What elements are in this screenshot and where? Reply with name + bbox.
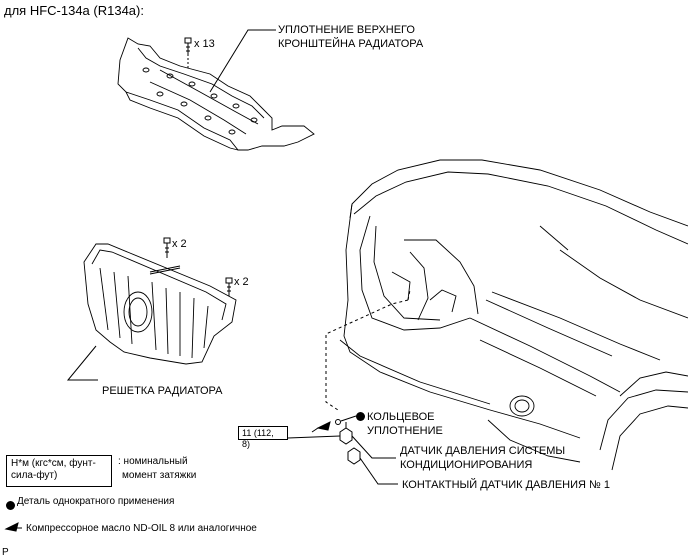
radiator-grille-drawing — [83, 243, 237, 365]
legend-torque-desc-line2: момент затяжки — [122, 470, 197, 481]
label-ac-sensor-line1: ДАТЧИК ДАВЛЕНИЯ СИСТЕМЫ — [400, 445, 566, 457]
page-title: для HFC-134a (R134a): — [4, 3, 144, 18]
bolt-x13-icon — [184, 37, 192, 70]
bolt-count-13: x 13 — [194, 38, 215, 50]
label-o-ring-line2: УПЛОТНЕНИЕ — [367, 425, 443, 437]
label-ac-sensor-line2: КОНДИЦИОНИРОВАНИЯ — [400, 459, 533, 471]
legend-single-use-dot-icon — [6, 501, 15, 510]
legend-torque-line1: Н*м (кгс*см, фунт- — [11, 458, 96, 469]
upper-seal-drawing — [117, 37, 315, 151]
label-upper-seal-line1: УПЛОТНЕНИЕ ВЕРХНЕГО — [278, 24, 415, 36]
torque-leader — [287, 435, 341, 439]
legend-oil-arrow-icon — [4, 522, 19, 532]
leader-grille — [66, 345, 98, 381]
bolt-x2-upper-icon — [163, 237, 171, 258]
legend-torque-desc-line1: : номинальный — [118, 456, 188, 467]
o-ring-drawing — [335, 419, 341, 425]
leader-upper-seal — [209, 29, 276, 93]
leader-o-ring — [340, 415, 357, 422]
label-upper-seal-line2: КРОНШТЕЙНА РАДИАТОРА — [278, 38, 424, 50]
bolt-count-2-lower: x 2 — [234, 276, 249, 288]
legend-oil: Компрессорное масло ND-OIL 8 или аналоги… — [26, 523, 257, 534]
sensor-location-callout — [325, 299, 409, 411]
leader-pressure-switch — [359, 457, 398, 485]
label-pressure-switch: КОНТАКТНЫЙ ДАТЧИК ДАВЛЕНИЯ № 1 — [402, 479, 610, 491]
label-o-ring-line1: КОЛЬЦЕВОЕ — [367, 411, 435, 423]
legend-torque-line2: сила-фут) — [11, 470, 58, 481]
pressure-switch-drawing — [347, 447, 361, 465]
ac-pressure-sensor-drawing — [339, 427, 353, 445]
bolt-count-2-upper: x 2 — [172, 238, 187, 250]
torque-value-box: 11 (112, 8) — [238, 426, 288, 449]
figure-code: P — [2, 547, 9, 558]
bolt-x2-lower-icon — [225, 277, 233, 296]
legend-single-use: Деталь однократного применения — [17, 496, 175, 507]
label-radiator-grille: РЕШЕТКА РАДИАТОРА — [102, 385, 223, 397]
oil-arrow-icon — [316, 421, 331, 431]
single-use-dot-icon — [356, 412, 365, 421]
vehicle-front-drawing — [339, 159, 688, 471]
legend-torque-box: Н*м (кгс*см, фунт- сила-фут) — [6, 455, 112, 487]
leader-ac-sensor — [351, 435, 396, 459]
